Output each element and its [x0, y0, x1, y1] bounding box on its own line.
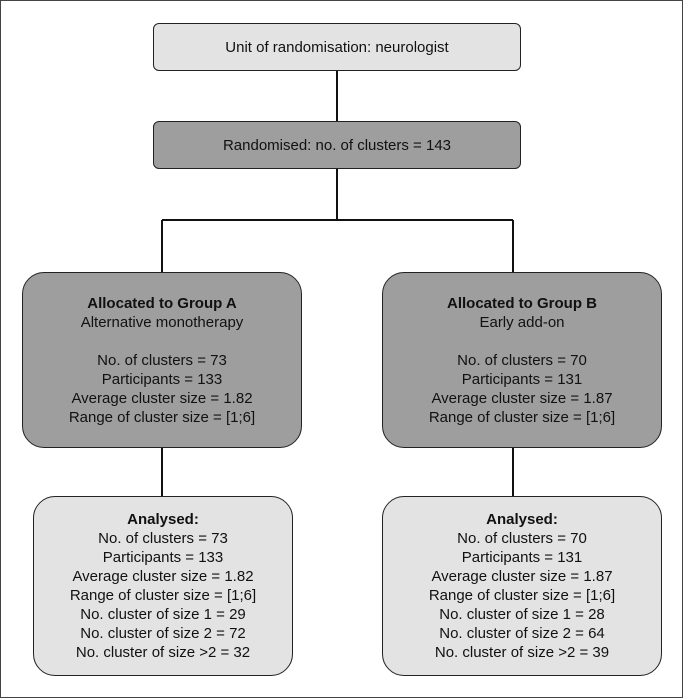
- group-a-allocation-box: Allocated to Group A Alternative monothe…: [22, 272, 302, 448]
- unit-of-randomisation-text: Unit of randomisation: neurologist: [225, 38, 449, 56]
- group-a-analysed-range-size: Range of cluster size = [1;6]: [69, 587, 257, 604]
- group-b-allocation-participants: Participants = 131: [461, 370, 583, 388]
- group-a-analysed-size-1: No. cluster of size 1 = 29: [80, 606, 246, 623]
- group-a-allocation-avg-size: Average cluster size = 1.82: [71, 389, 253, 407]
- group-b-allocation-avg-size: Average cluster size = 1.87: [431, 389, 613, 407]
- randomised-box: Randomised: no. of clusters = 143: [153, 121, 521, 169]
- group-b-analysed-box: Analysed: No. of clusters = 70 Participa…: [382, 496, 662, 676]
- group-a-allocation-range-size: Range of cluster size = [1;6]: [68, 408, 256, 426]
- group-b-analysed-range-size: Range of cluster size = [1;6]: [428, 587, 616, 604]
- group-b-analysed-clusters: No. of clusters = 70: [457, 530, 587, 547]
- group-a-allocation-title: Allocated to Group A: [87, 294, 237, 312]
- group-a-analysed-avg-size: Average cluster size = 1.82: [72, 568, 254, 585]
- group-a-analysed-title: Analysed:: [127, 511, 199, 528]
- group-a-allocation-subtitle: Alternative monotherapy: [80, 313, 244, 331]
- group-b-allocation-clusters: No. of clusters = 70: [457, 351, 587, 369]
- group-b-analysed-size-2: No. cluster of size 2 = 64: [439, 625, 605, 642]
- group-b-allocation-subtitle: Early add-on: [479, 313, 565, 331]
- unit-of-randomisation-box: Unit of randomisation: neurologist: [153, 23, 521, 71]
- group-b-analysed-participants: Participants = 131: [461, 549, 583, 566]
- group-a-allocation-clusters: No. of clusters = 73: [97, 351, 227, 369]
- group-b-analysed-size-gt2: No. cluster of size >2 = 39: [434, 644, 610, 661]
- group-a-allocation-participants: Participants = 133: [101, 370, 223, 388]
- group-b-allocation-box: Allocated to Group B Early add-on No. of…: [382, 272, 662, 448]
- group-b-allocation-range-size: Range of cluster size = [1;6]: [428, 408, 616, 426]
- randomised-text: Randomised: no. of clusters = 143: [222, 136, 452, 154]
- group-b-allocation-title: Allocated to Group B: [447, 294, 597, 312]
- group-a-analysed-size-gt2: No. cluster of size >2 = 32: [75, 644, 251, 661]
- group-b-analysed-avg-size: Average cluster size = 1.87: [431, 568, 613, 585]
- group-a-analysed-participants: Participants = 133: [102, 549, 224, 566]
- group-b-analysed-size-1: No. cluster of size 1 = 28: [439, 606, 605, 623]
- group-b-analysed-title: Analysed:: [486, 511, 558, 528]
- group-a-analysed-size-2: No. cluster of size 2 = 72: [80, 625, 246, 642]
- group-a-analysed-clusters: No. of clusters = 73: [98, 530, 228, 547]
- group-a-analysed-box: Analysed: No. of clusters = 73 Participa…: [33, 496, 293, 676]
